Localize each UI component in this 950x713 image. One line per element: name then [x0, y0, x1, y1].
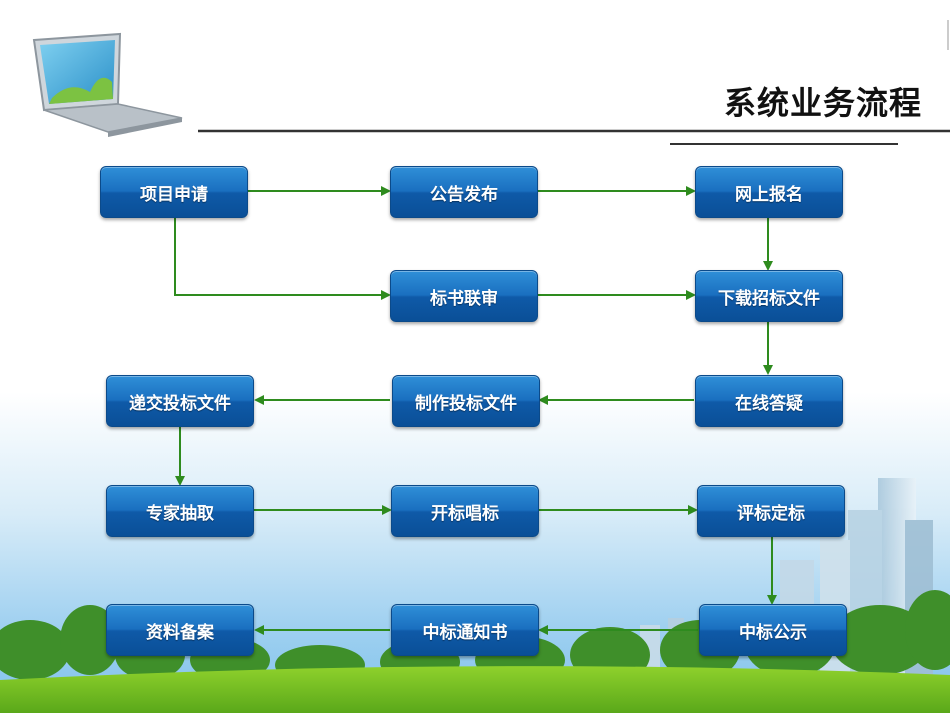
node-download-tender-docs[interactable]: 下载招标文件 — [695, 270, 843, 322]
node-bid-evaluation[interactable]: 评标定标 — [697, 485, 845, 537]
node-award-notice[interactable]: 中标通知书 — [391, 604, 539, 656]
node-expert-selection[interactable]: 专家抽取 — [106, 485, 254, 537]
laptop-illustration — [32, 32, 183, 137]
node-project-application[interactable]: 项目申请 — [100, 166, 248, 218]
node-archive[interactable]: 资料备案 — [106, 604, 254, 656]
node-bid-opening[interactable]: 开标唱标 — [391, 485, 539, 537]
node-prepare-bid-docs[interactable]: 制作投标文件 — [392, 375, 540, 427]
node-announcement[interactable]: 公告发布 — [390, 166, 538, 218]
arrow-n1-n4 — [174, 217, 391, 300]
node-online-registration[interactable]: 网上报名 — [695, 166, 843, 218]
node-award-publicity[interactable]: 中标公示 — [699, 604, 847, 656]
page-title: 系统业务流程 — [723, 84, 922, 122]
node-tender-joint-review[interactable]: 标书联审 — [390, 270, 538, 322]
node-submit-bid-docs[interactable]: 递交投标文件 — [106, 375, 254, 427]
node-online-qa[interactable]: 在线答疑 — [695, 375, 843, 427]
